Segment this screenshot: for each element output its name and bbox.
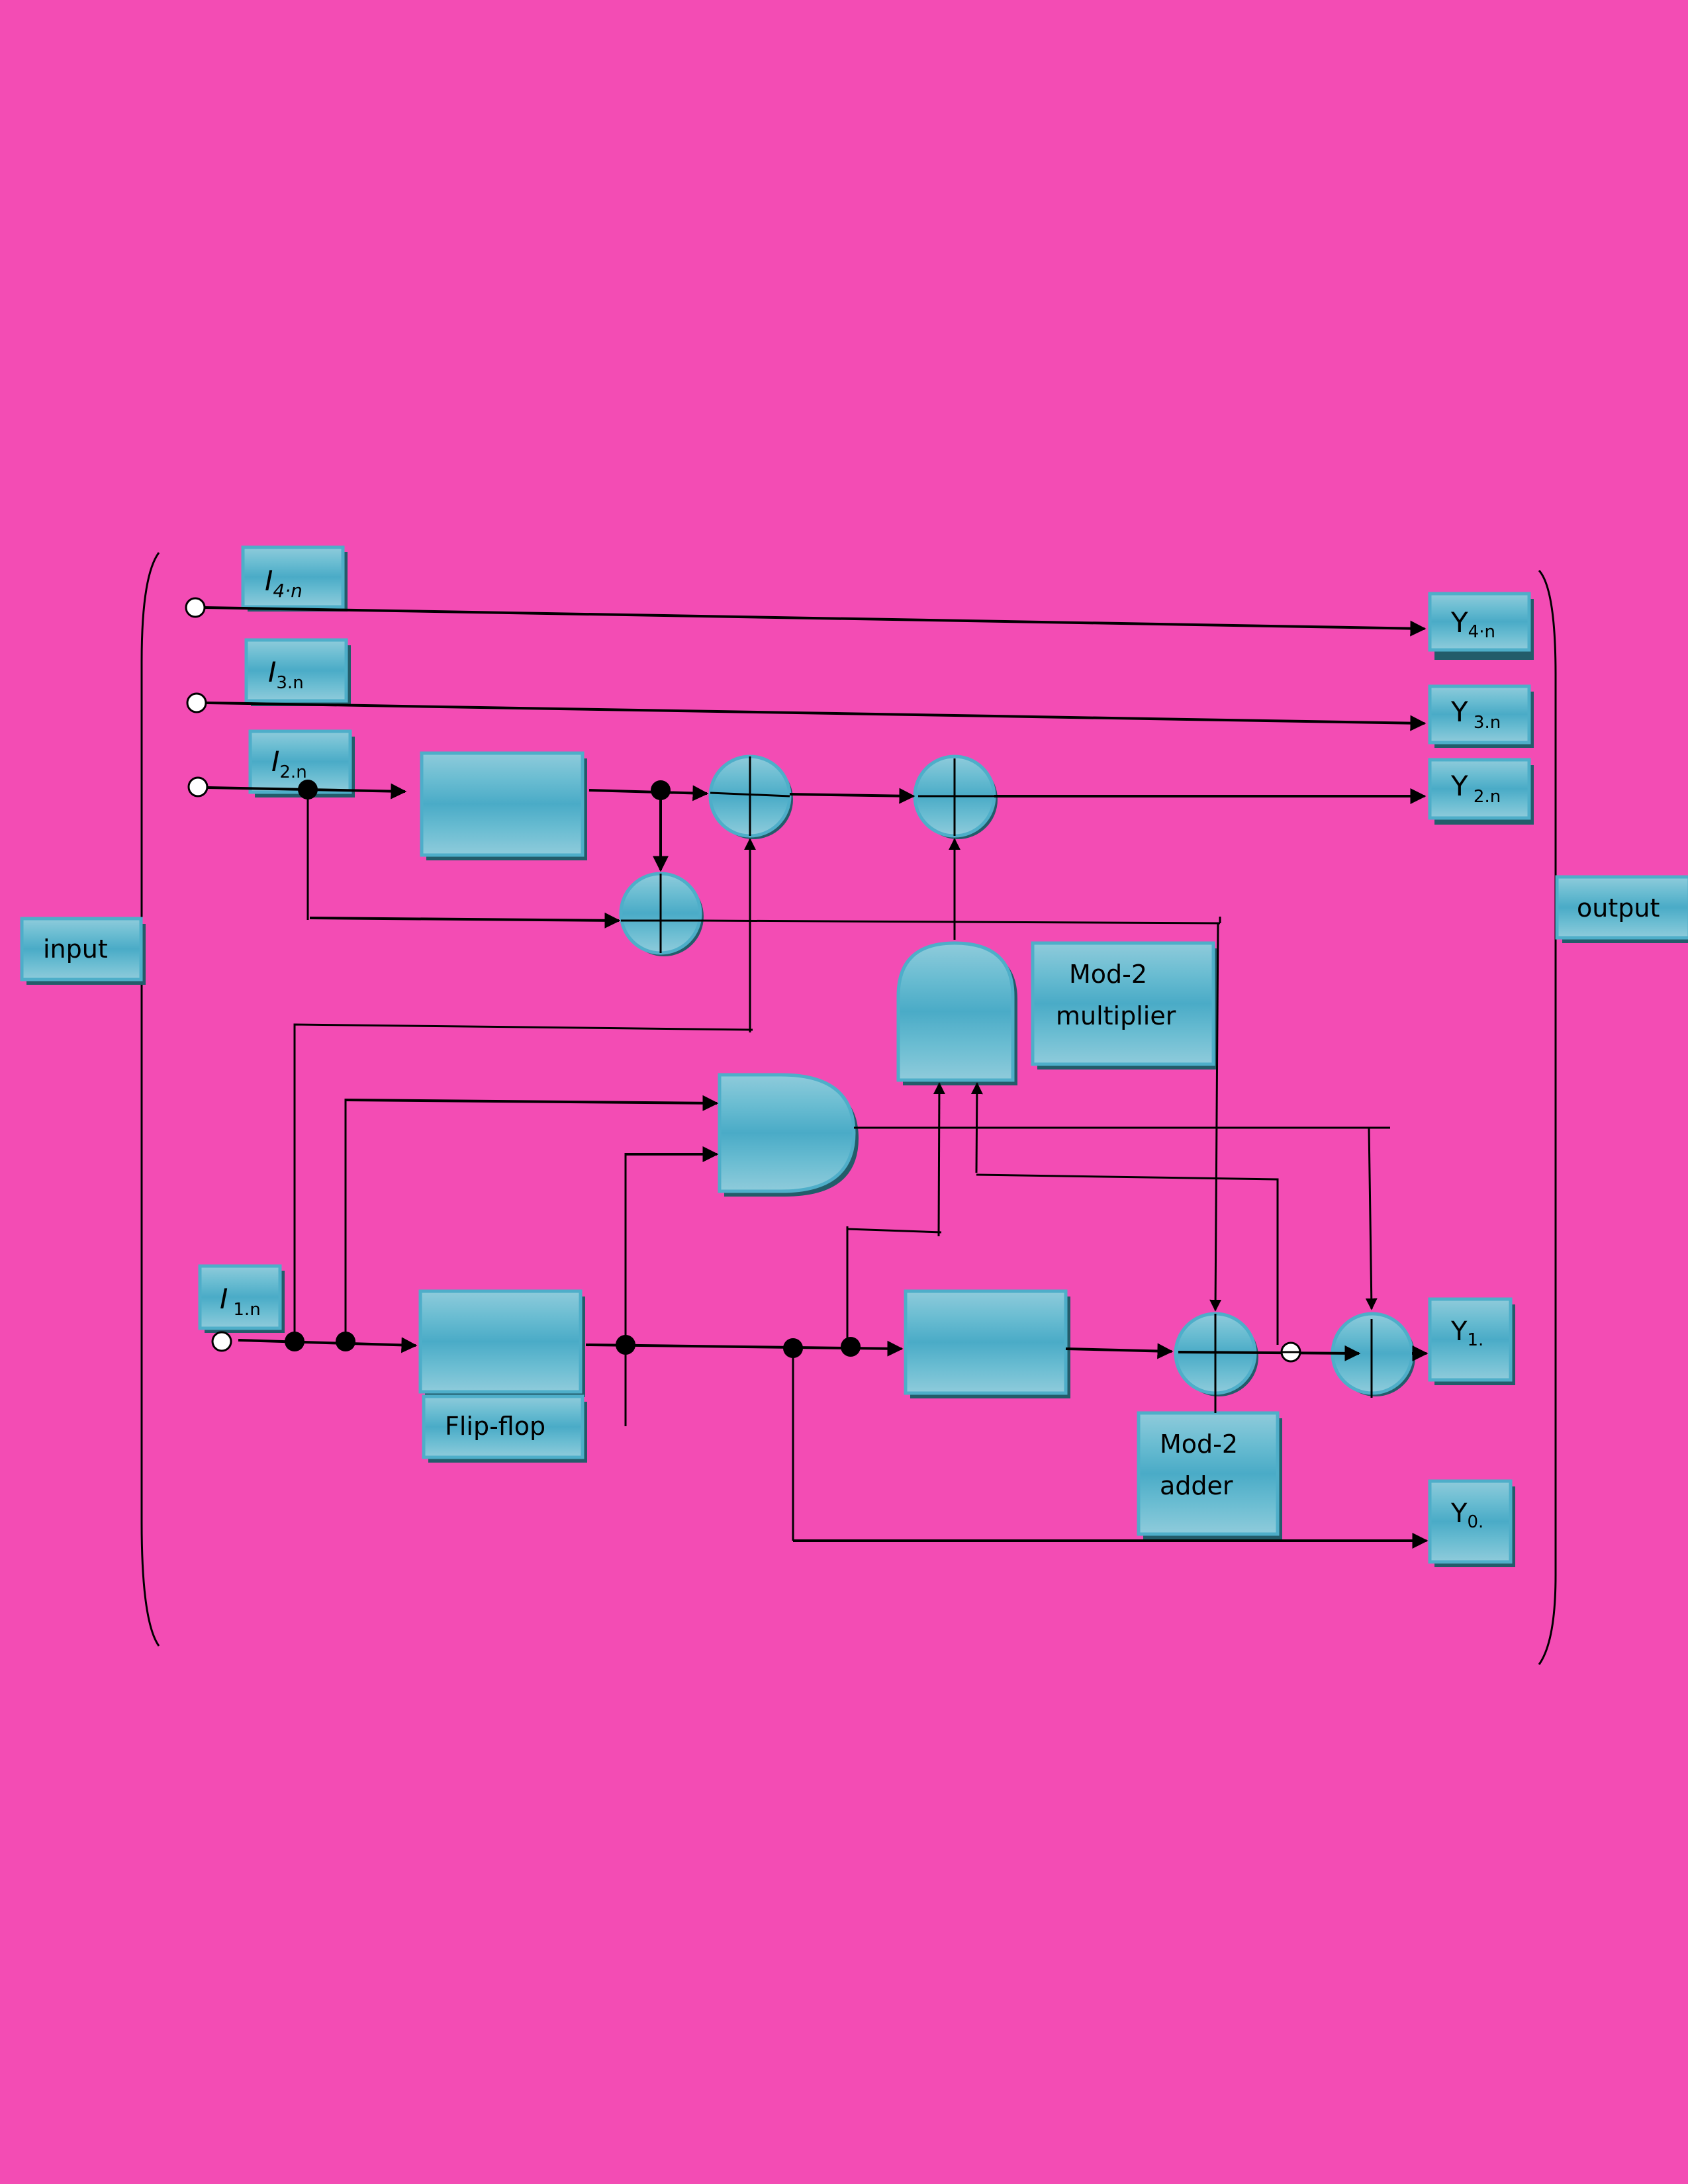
- mod2-multiplier-label-line2: multiplier: [1056, 1001, 1176, 1030]
- flip-flop-label-box: Flip-flop: [422, 1394, 587, 1463]
- terminal-I1: [211, 1331, 232, 1352]
- input-I1-sub: 1.n: [233, 1300, 260, 1320]
- xor-adder-a: [708, 754, 793, 839]
- svg-text:I1.n: I1.n: [220, 1283, 261, 1320]
- output-Y0-sub: 0.: [1467, 1512, 1483, 1532]
- mod2-multiplier-label-box: Mod-2 multiplier: [1031, 941, 1218, 1069]
- input-I4-main: I: [265, 565, 273, 597]
- left-bracket: [140, 552, 160, 1647]
- junction-dot: [783, 1338, 803, 1358]
- right-bracket: [1538, 570, 1557, 1665]
- wire-I3-Y3: [206, 702, 1427, 731]
- output-Y1-main: Y: [1450, 1316, 1468, 1347]
- output-Y3-main: Y: [1450, 696, 1468, 728]
- input-I3-main: I: [268, 656, 276, 688]
- output-Y4-main: Y: [1450, 606, 1468, 639]
- svg-text:Y0.: Y0.: [1450, 1498, 1483, 1532]
- output-Y1-box: Y1.: [1428, 1297, 1515, 1385]
- mod2-adder-circle: [1174, 1312, 1258, 1413]
- input-I3-box: I3.n: [244, 638, 351, 706]
- output-Y2-sub: 2.n: [1468, 787, 1501, 807]
- junction-dot: [651, 780, 671, 800]
- svg-text:I3.n: I3.n: [268, 656, 304, 693]
- terminal-I2: [187, 776, 209, 797]
- svg-text:Y1.: Y1.: [1450, 1316, 1483, 1350]
- input-I1-main: I: [220, 1283, 228, 1315]
- terminal-I3: [186, 692, 207, 713]
- input-I2-main: I: [271, 745, 279, 778]
- xor-adder-b: [913, 754, 998, 839]
- terminal-I4: [185, 597, 206, 618]
- input-I4-sub: 4·n: [273, 580, 302, 602]
- junction-dot: [285, 1332, 305, 1351]
- output-Y0-box: Y0.: [1428, 1479, 1515, 1567]
- delay-block-bottom: [904, 1289, 1070, 1398]
- junction-dot: [336, 1332, 355, 1351]
- output-Y0-main: Y: [1450, 1498, 1468, 1529]
- mod2-adder-label-line2: adder: [1160, 1471, 1233, 1500]
- mod2-adder-label-box: Mod-2 adder: [1137, 1411, 1282, 1539]
- svg-text:Y4·n: Y4·n: [1450, 606, 1495, 642]
- flip-flop-label: Flip-flop: [445, 1412, 545, 1441]
- and-gate: [718, 1073, 859, 1197]
- output-Y4-sub: 4·n: [1468, 622, 1495, 642]
- mod2-multiplier-gate: [896, 941, 1017, 1085]
- input-label-box: input: [20, 917, 146, 985]
- xor-adder-e: [1331, 1312, 1415, 1398]
- input-I3-sub: 3.n: [276, 673, 303, 693]
- output-label-box: output: [1555, 875, 1688, 943]
- output-label: output: [1577, 893, 1660, 923]
- output-Y2-box: Y 2.n: [1428, 758, 1534, 825]
- mod2-adder-label-line1: Mod-2: [1160, 1430, 1238, 1459]
- svg-text:I4·n: I4·n: [265, 565, 303, 602]
- wire-I4-Y4: [205, 606, 1427, 637]
- output-Y4-box: Y4·n: [1428, 592, 1534, 660]
- svg-text:Y 3.n: Y 3.n: [1450, 696, 1501, 733]
- mod2-multiplier-label-line1: Mod-2: [1069, 960, 1147, 989]
- svg-text:Y 2.n: Y 2.n: [1450, 770, 1501, 807]
- output-Y3-sub: 3.n: [1468, 713, 1501, 733]
- input-label: input: [43, 934, 108, 964]
- junction-dot: [841, 1337, 861, 1357]
- output-Y1-sub: 1.: [1467, 1330, 1483, 1350]
- xor-adder-c: [619, 872, 704, 956]
- junction-dot: [616, 1335, 635, 1355]
- delay-block-top: [420, 751, 587, 860]
- input-I4-box: I4·n: [241, 545, 348, 612]
- input-I2-sub: 2.n: [279, 762, 306, 782]
- output-Y3-box: Y 3.n: [1428, 684, 1534, 748]
- junction-dot: [298, 780, 318, 799]
- flip-flop-block: [418, 1289, 585, 1397]
- inverter-node: [1280, 1342, 1301, 1363]
- output-Y2-main: Y: [1450, 770, 1468, 802]
- svg-text:I2.n: I2.n: [271, 745, 307, 782]
